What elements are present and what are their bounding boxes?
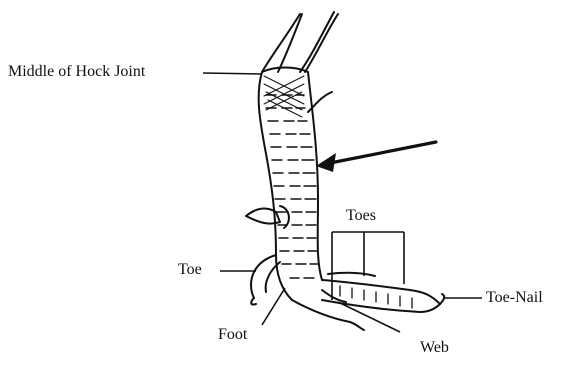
hock-hatch — [264, 76, 304, 117]
upper-stalk-right-inner — [305, 14, 338, 72]
label-foot: Foot — [218, 327, 247, 343]
label-toe: Toe — [178, 262, 202, 278]
label-hock: Middle of Hock Joint — [8, 64, 145, 80]
label-toes: Toes — [346, 208, 376, 224]
front-toe-nail — [440, 294, 444, 304]
front-toe-2 — [328, 273, 375, 276]
rear-toe — [251, 255, 276, 298]
pointer-arrow — [316, 142, 436, 172]
shank-scales — [266, 95, 318, 278]
hock-leader — [203, 73, 262, 74]
front-toe-1-lower — [322, 300, 440, 312]
rear-toe-nail — [251, 298, 256, 305]
toes-bracket — [332, 232, 404, 300]
upper-stalk-right — [300, 12, 334, 72]
label-web: Web — [420, 340, 449, 356]
shank-outline-right — [308, 72, 322, 280]
foot-leader — [262, 288, 285, 325]
label-toe-nail: Toe-Nail — [486, 290, 543, 306]
